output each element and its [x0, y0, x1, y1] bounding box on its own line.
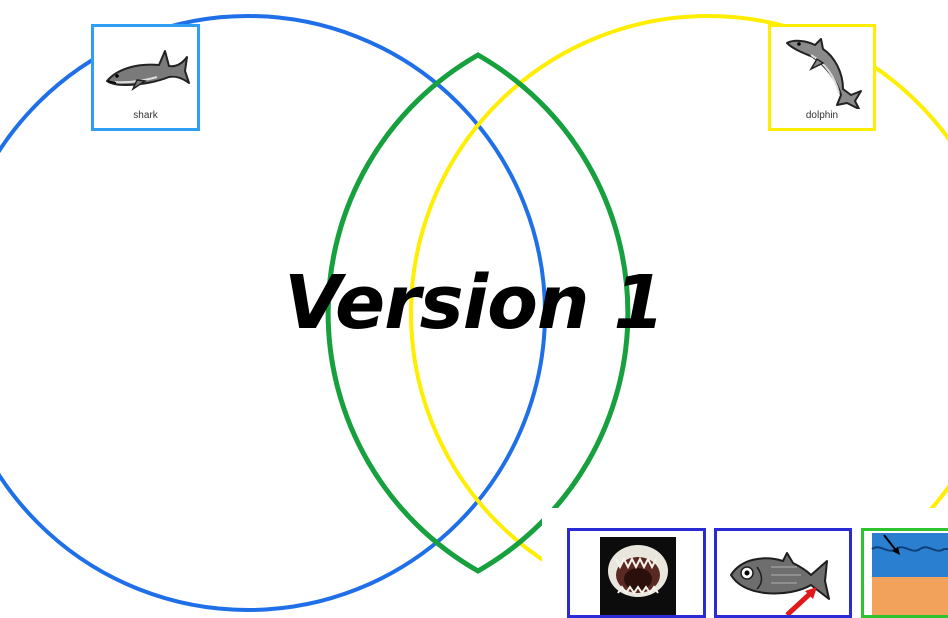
picture-strip	[542, 508, 948, 614]
dolphin-label: dolphin	[771, 110, 873, 121]
strip-card-shark-jaws	[567, 528, 706, 618]
shark-icon	[103, 43, 191, 95]
strip-card-ocean	[861, 528, 948, 618]
shark-open-jaws-photo	[570, 531, 703, 615]
shark-card: shark	[91, 24, 200, 131]
dolphin-icon	[785, 33, 865, 109]
strip-card-fish	[714, 528, 852, 618]
dolphin-card: dolphin	[768, 24, 876, 131]
diagram-title: Version 1	[0, 266, 948, 340]
fish-with-arrow-icon	[717, 531, 849, 615]
shark-label: shark	[94, 110, 197, 121]
ocean-water-icon	[864, 531, 948, 615]
